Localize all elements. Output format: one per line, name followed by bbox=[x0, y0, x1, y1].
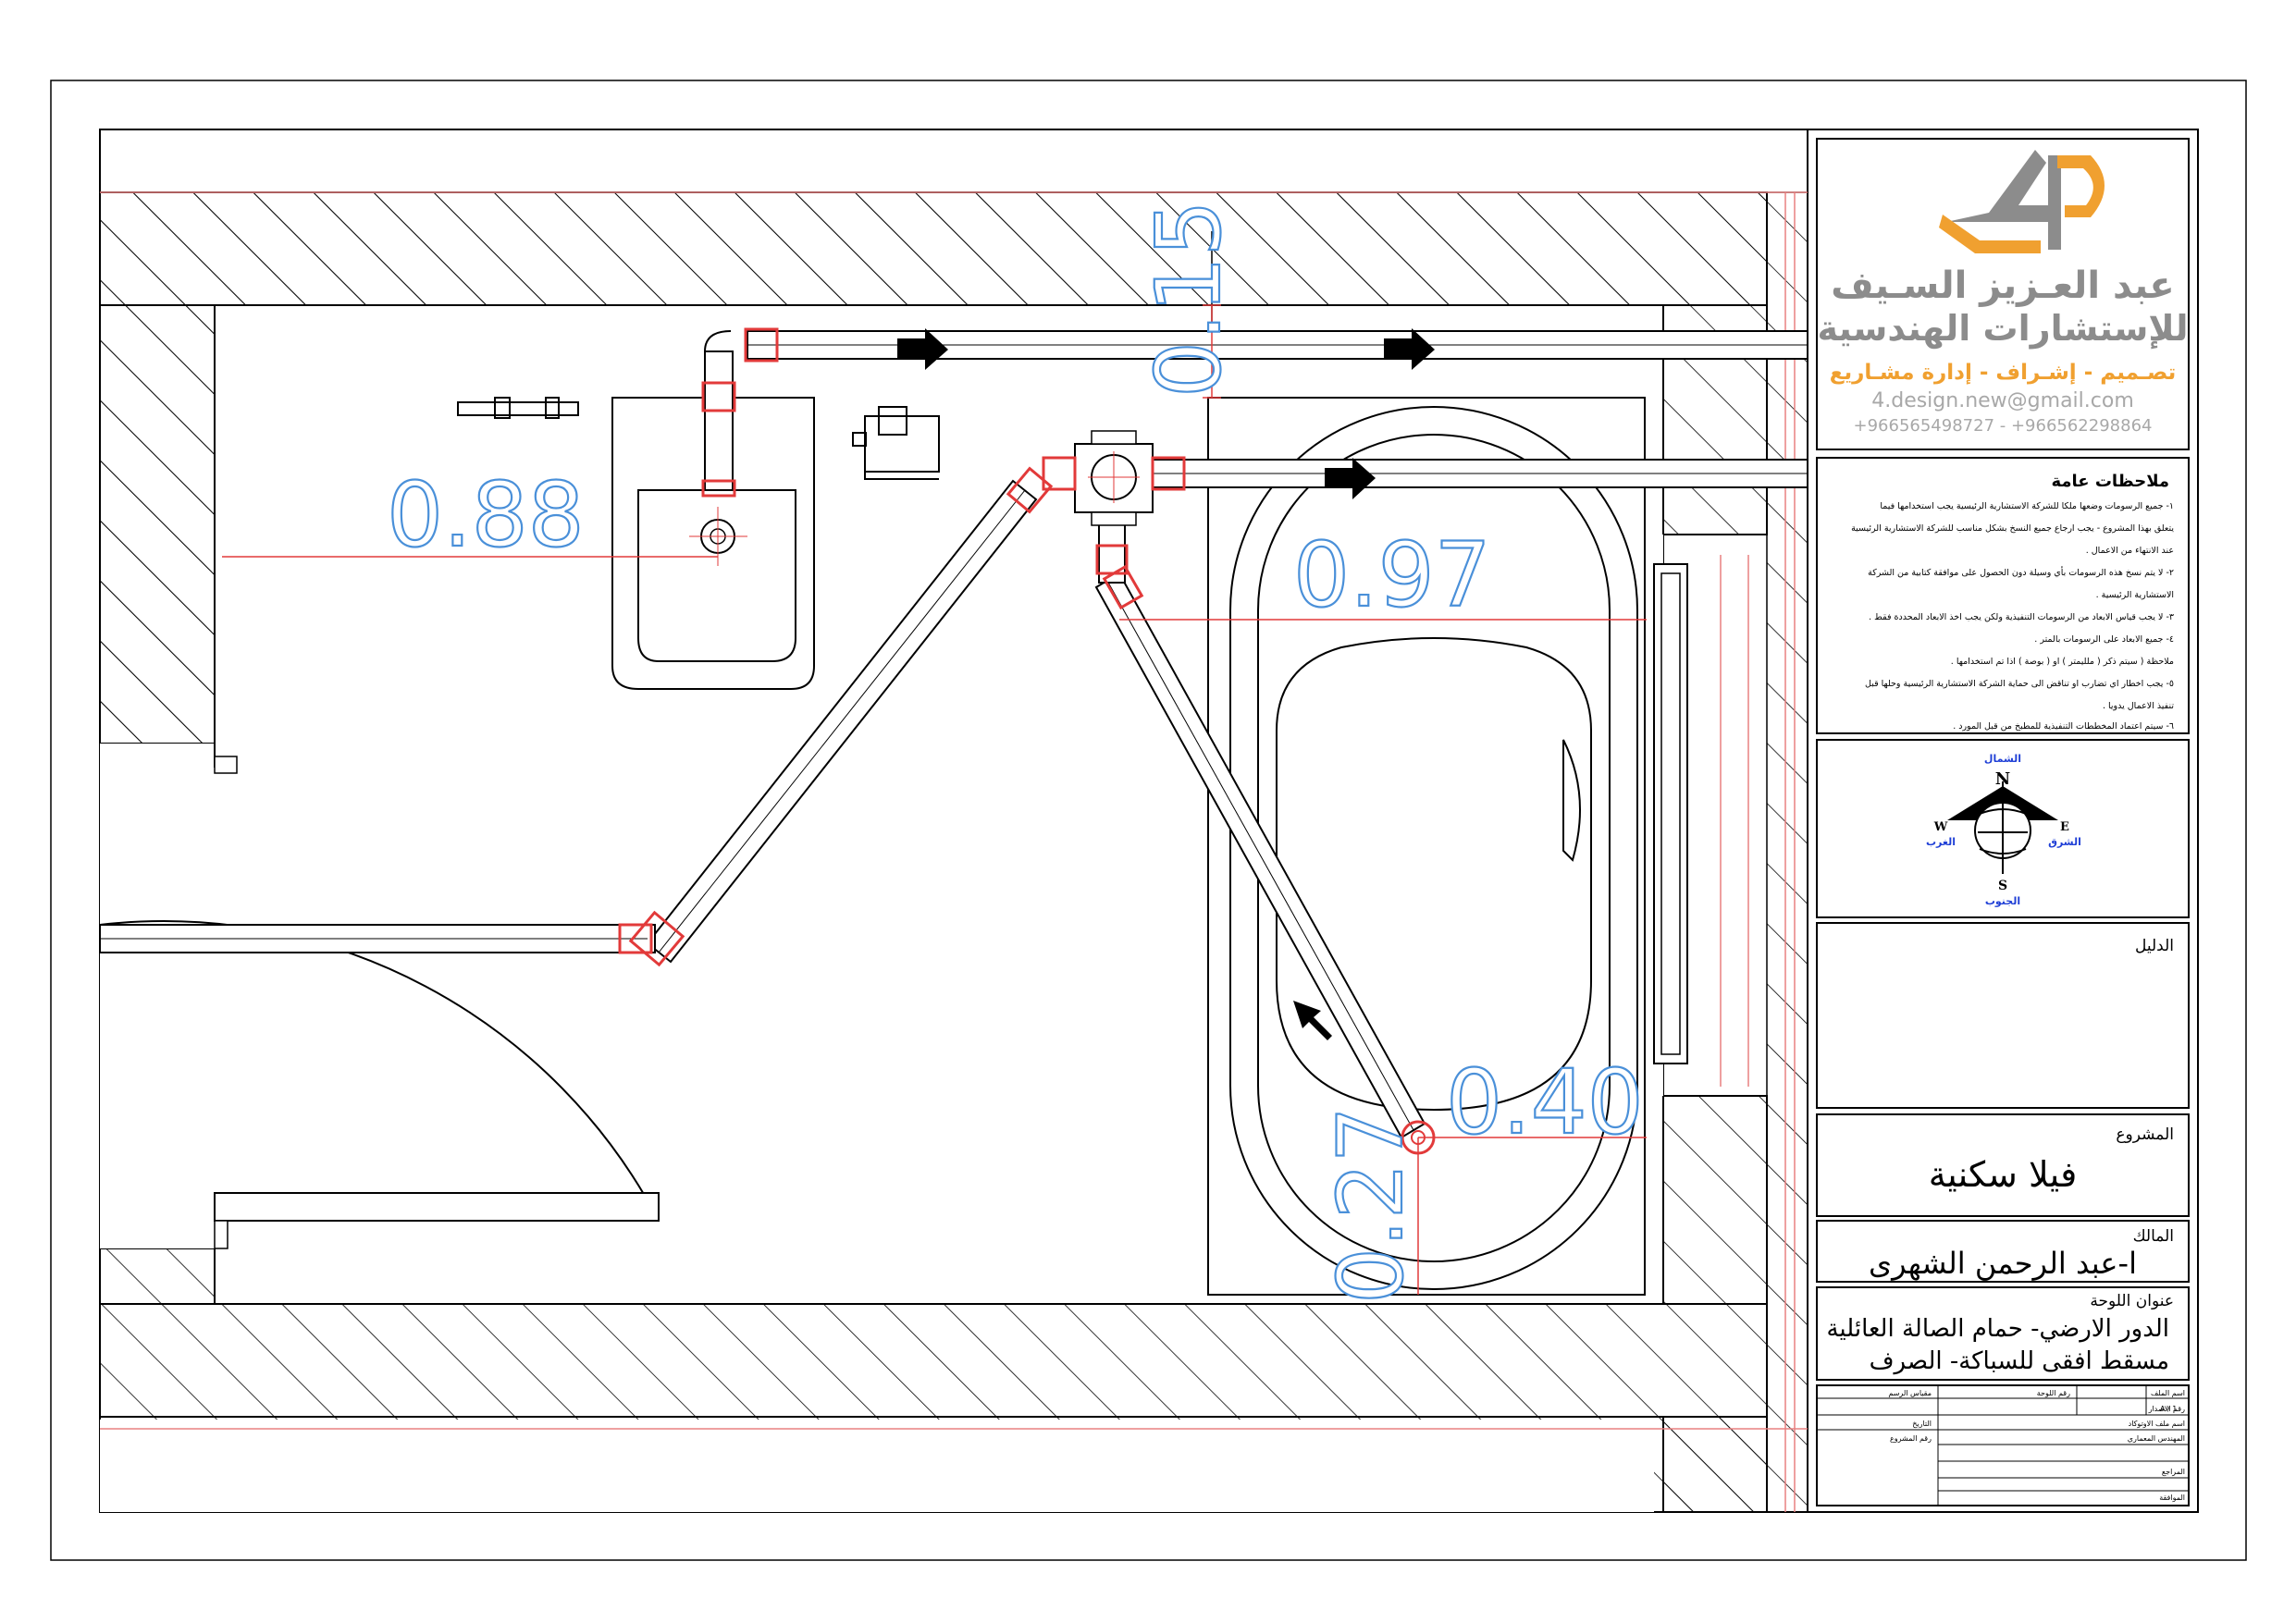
bathtub-outer bbox=[1229, 406, 1638, 1290]
compass-s-ar: الجنوب bbox=[1985, 895, 2020, 907]
note-line: ٢- لا يتم نسخ هذه الرسومات بأي وسيلة دون… bbox=[1868, 566, 2174, 578]
note-line: ٥- يجب اخطار اي تضارب او تناقض الى حماية… bbox=[1865, 679, 2174, 689]
note-line: ٤- جميع الابعاد على الرسومات بالمتر . bbox=[2034, 634, 2174, 645]
bathtub-recess bbox=[1207, 397, 1646, 1296]
note-line: عند الانتهاء من الاعمال . bbox=[2086, 546, 2174, 556]
compass-e: E bbox=[2060, 820, 2069, 834]
sheet-title-label: عنوان اللوحة bbox=[2090, 1292, 2174, 1310]
legend-title: الدليل bbox=[2135, 937, 2174, 955]
dimension-088: 0.88 bbox=[387, 463, 585, 567]
outer-border bbox=[50, 80, 2247, 1561]
compass-w-ar: الغرب bbox=[1926, 836, 1956, 848]
drain-pipes bbox=[99, 231, 1808, 1139]
toilet-paper-holder bbox=[852, 406, 940, 480]
info-approved: الموافقة bbox=[2159, 1494, 2185, 1502]
owner-name: ا-عبد الرحمن الشهرى bbox=[1869, 1246, 2137, 1281]
wash-basin bbox=[611, 397, 815, 690]
company-email: 4.design.new@gmail.com bbox=[1871, 389, 2134, 412]
info-cad-name: اسم ملف الاوتوكاد bbox=[2129, 1420, 2185, 1428]
dimension-lines bbox=[222, 304, 1647, 1295]
project-name: فيلا سكنية bbox=[1929, 1154, 2078, 1195]
bathtub-basin bbox=[1276, 637, 1592, 1112]
company-phones: +966565498727 - +966562298864 bbox=[1854, 416, 2153, 436]
note-line: الاستشارية الرئيسية . bbox=[2096, 590, 2174, 600]
wall-left-upper bbox=[99, 304, 216, 744]
compass-n: N bbox=[1995, 769, 2010, 789]
info-date: التاريخ bbox=[1912, 1420, 1932, 1428]
company-services: تصـميم - إشـراف - إدارة مشـاريع bbox=[1830, 361, 2177, 385]
door-swing-arc bbox=[99, 920, 660, 1222]
info-table bbox=[1817, 1385, 2189, 1506]
compass-w: W bbox=[1933, 820, 1948, 834]
flow-arrows bbox=[897, 328, 1435, 1040]
info-architect: المهندس المعماري bbox=[2128, 1434, 2185, 1443]
compass-s: S bbox=[1998, 879, 2007, 893]
info-project-no: رقم المشروع bbox=[1890, 1434, 1932, 1443]
plan-drawing: 0.88 0.97 0.40 0.27 0.15 bbox=[99, 191, 1808, 1513]
info-revision-value: A / 1 bbox=[2160, 1405, 2177, 1413]
wall-top-band bbox=[99, 191, 1768, 306]
dimension-027: 0.27 bbox=[1319, 1106, 1423, 1304]
towel-rail bbox=[457, 397, 579, 419]
sheet-title-line2: مسقط افقى للسباكة- الصرف bbox=[1870, 1347, 2169, 1375]
note-line: تنفيذ الاعمال يدويا . bbox=[2103, 701, 2174, 711]
info-file-name: اسم الملف bbox=[2151, 1389, 2185, 1397]
wall-bottom-band bbox=[99, 1303, 1768, 1418]
door-opening bbox=[100, 744, 235, 1248]
owner-title: المالك bbox=[2133, 1227, 2174, 1246]
info-scale: مقياس الرسم bbox=[1888, 1389, 1932, 1397]
shower-screen bbox=[1653, 563, 1688, 1064]
company-logo bbox=[1939, 150, 2105, 253]
bathtub-shelf bbox=[1562, 739, 1581, 862]
wall-right-column bbox=[1662, 1416, 1768, 1513]
dimension-040: 0.40 bbox=[1446, 1051, 1644, 1154]
project-title: المشروع bbox=[2116, 1125, 2174, 1144]
info-reviewed: المراجع bbox=[2162, 1468, 2185, 1476]
note-line: يتعلق بهذا المشروع - يجب ارجاع جميع النس… bbox=[1851, 523, 2174, 534]
info-revision: رقم الاصدار bbox=[2148, 1405, 2186, 1413]
company-name-line2: للإستشارات الهندسية bbox=[1817, 308, 2188, 349]
title-block: عبد العـزيز السـيف للإستشارات الهندسية ت… bbox=[1816, 138, 2190, 1506]
pipe-fittings bbox=[618, 327, 1436, 1155]
dimension-097: 0.97 bbox=[1293, 523, 1491, 627]
corridor-clear bbox=[100, 1420, 1654, 1512]
note-line: ملاحظة ( سيتم ذكر ( ملليمتر ) او ( بوصة … bbox=[1951, 657, 2174, 667]
notes-title: ملاحظات عامة bbox=[2051, 472, 2169, 491]
compass-e-ar: الشرق bbox=[2048, 836, 2081, 848]
floor-junction bbox=[1074, 430, 1154, 526]
note-line: ٦- سيتم اعتماد المخططات التنفيذية للمطبخ… bbox=[1953, 721, 2174, 732]
sheet-title-line1: الدور الارضي- حمام الصالة العائلية bbox=[1826, 1315, 2169, 1343]
dimension-015: 0.15 bbox=[1137, 200, 1241, 398]
note-line: ١- جميع الرسومات وضعها ملكا للشركة الاست… bbox=[1880, 501, 2174, 511]
compass-n-ar: الشمال bbox=[1984, 753, 2021, 765]
notes-list: ١- جميع الرسومات وضعها ملكا للشركة الاست… bbox=[1851, 501, 2174, 732]
info-sheet-no: رقم اللوحة bbox=[2037, 1389, 2070, 1397]
note-line: ٣- لا يجب قياس الابعاد من الرسومات التنف… bbox=[1869, 612, 2174, 622]
red-guides bbox=[100, 191, 1808, 1512]
company-name-line1: عبد العـزيز السـيف bbox=[1831, 264, 2174, 307]
wall-left-lower bbox=[99, 1248, 216, 1305]
north-arrow: N S E W الشمال الجنوب الشرق الغرب bbox=[1926, 753, 2081, 907]
